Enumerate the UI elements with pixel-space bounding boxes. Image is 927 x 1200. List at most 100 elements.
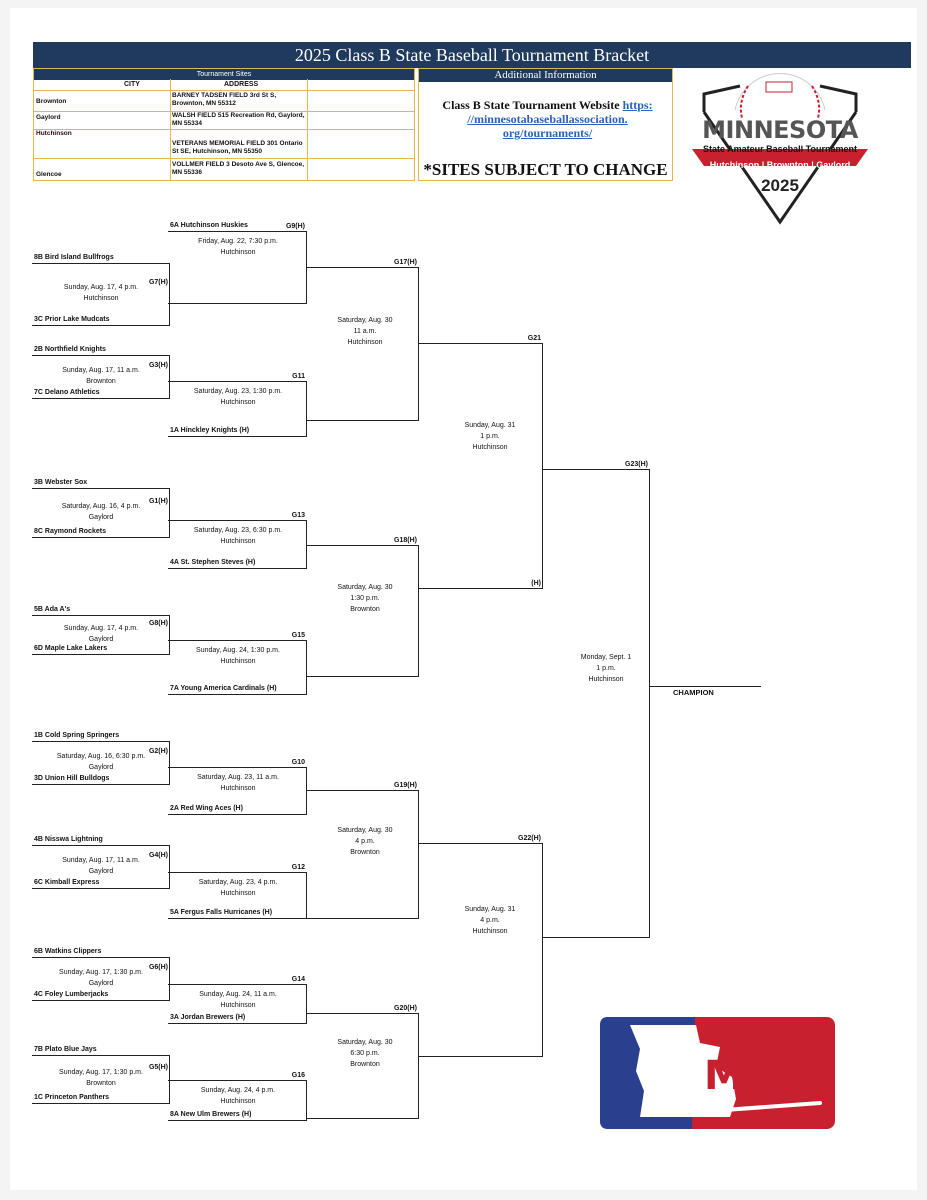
bracket-line [169,957,170,1001]
bracket-line [168,520,307,521]
team-name: 8A New Ulm Brewers (H) [170,1111,252,1118]
game-info: Saturday, Aug. 23, 1:30 p.m.Hutchinson [158,386,318,408]
game-number: G13 [291,512,305,519]
team-name: 6B Watkins Clippers [34,948,102,955]
game-info-line: Brownton [350,1060,380,1068]
bracket-line [168,1120,307,1121]
bracket-line [168,694,307,695]
bracket-line [418,1056,543,1057]
game-info: Saturday, Aug. 23, 11 a.m.Hutchinson [158,772,318,794]
game-number: G8(H) [148,619,168,627]
logo-state: MINNESOTA [702,116,858,144]
team-name: 1A Hinckley Knights (H) [170,427,250,434]
team-name: 3B Webster Sox [34,479,88,486]
game-number: G23(H) [625,461,648,468]
tournament-sites-table: Tournament Sites CITY ADDRESS Brownton B… [33,68,415,181]
game-number: G11 [292,373,305,380]
mba-emblem-icon [600,1017,835,1129]
bracket-line [306,1013,419,1014]
game-info-line: Sunday, Aug. 24, 1:30 p.m. [196,647,280,654]
bracket-line [418,1013,419,1119]
bracket-line [32,888,170,889]
game-info-line: 1 p.m. [480,432,500,440]
additional-information: Additional Information Class B State Tou… [418,68,673,181]
bracket-line [418,790,419,919]
bracket-line [32,845,170,846]
game-info-line: Saturday, Aug. 23, 11 a.m. [197,774,279,781]
bracket-line [32,957,170,958]
baseball-diamond-icon [692,73,868,225]
bracket-line [306,545,419,546]
bracket-line [168,918,307,919]
team-name: 6D Maple Lake Lakers [34,645,108,652]
game-info: Sunday, Aug. 17, 11 a.m.Gaylord [21,855,181,877]
bracket-line [168,436,307,437]
bracket-line [168,568,307,569]
bracket-line [168,814,307,815]
bracket-line [418,588,543,589]
game-info: Friday, Aug. 22, 7:30 p.m.Hutchinson [158,236,318,258]
bracket-line [32,1103,170,1104]
bracket-line [168,872,307,873]
bracket-line [169,845,170,889]
game-number: G2(H) [148,747,168,755]
team-name: 6C Kimball Express [34,879,100,886]
game-info: Sunday, Aug. 17, 11 a.m.Brownton [21,365,181,387]
team-name: 5A Fergus Falls Hurricanes (H) [170,909,273,916]
bracket-line [306,984,307,1024]
game-info-line: 1:30 p.m. [350,594,380,602]
game-number: G10 [291,759,305,766]
mba-text: MBA [704,1053,806,1099]
game-info-line: Sunday, Aug. 17, 1:30 p.m. [59,968,143,976]
game-number: G5(H) [148,1064,168,1071]
logo-subtitle: State Amateur Baseball Tournament [702,144,858,154]
game-info-line: Hutchinson [472,443,508,451]
game-number: G18(H) [394,537,417,544]
bracket-line [168,303,307,304]
tournament-logo: MINNESOTA State Amateur Baseball Tournam… [690,72,870,227]
game-info: Sunday, Aug. 24, 1:30 p.m.Hutchinson [158,645,318,667]
game-number: G15 [291,632,305,639]
bracket-line [169,741,170,785]
bracket-line [32,263,170,264]
team-name: 2A Red Wing Aces (H) [170,805,243,812]
game-info-line: Sunday, Aug. 24, 4 p.m. [200,1087,276,1094]
game-number: G1(H) [148,497,168,505]
game-info-line: Sunday, Aug. 31 [464,421,516,429]
game-number: G12 [291,864,305,871]
game-info-line: Hutchinson [220,1002,256,1009]
game-info-line: Brownton [350,849,380,856]
bracket-line [32,325,170,326]
website-link[interactable]: https: //minnesotabaseballassociation. o… [467,98,653,140]
game-number: G22(H) [518,835,541,842]
bracket-line [168,1023,307,1024]
bracket-line [306,872,307,919]
bracket-line [32,615,170,616]
mba-logo: MBA [600,1017,835,1129]
bracket-line [306,640,307,695]
game-info-line: Sunday, Aug. 17, 4 p.m. [63,624,139,632]
game-info-line: Gaylord [88,635,114,643]
game-info-line: Saturday, Aug. 23, 1:30 p.m. [193,388,283,395]
bracket-line [168,381,307,382]
bracket-line [306,676,419,677]
bracket-line [32,1055,170,1056]
game-info-line: Hutchinson [220,890,256,897]
game-info-line: Saturday, Aug. 30 [337,827,393,834]
bracket-line [418,267,419,421]
bracket-line [32,654,170,655]
bracket-line [169,355,170,399]
game-number: G16 [291,1072,305,1079]
bracket-line [32,488,170,489]
game-info-line: 11 a.m. [353,327,377,335]
page-title: 2025 Class B State Baseball Tournament B… [33,42,911,68]
game-info-line: Hutchinson [588,676,624,683]
team-name: 4B Nisswa Lightning [34,836,103,843]
team-name: 7C Delano Athletics [34,389,100,396]
logo-year: 2025 [761,176,799,195]
game-info-line: Gaylord [88,513,114,521]
game-info-line: Saturday, Aug. 30 [337,1038,393,1046]
